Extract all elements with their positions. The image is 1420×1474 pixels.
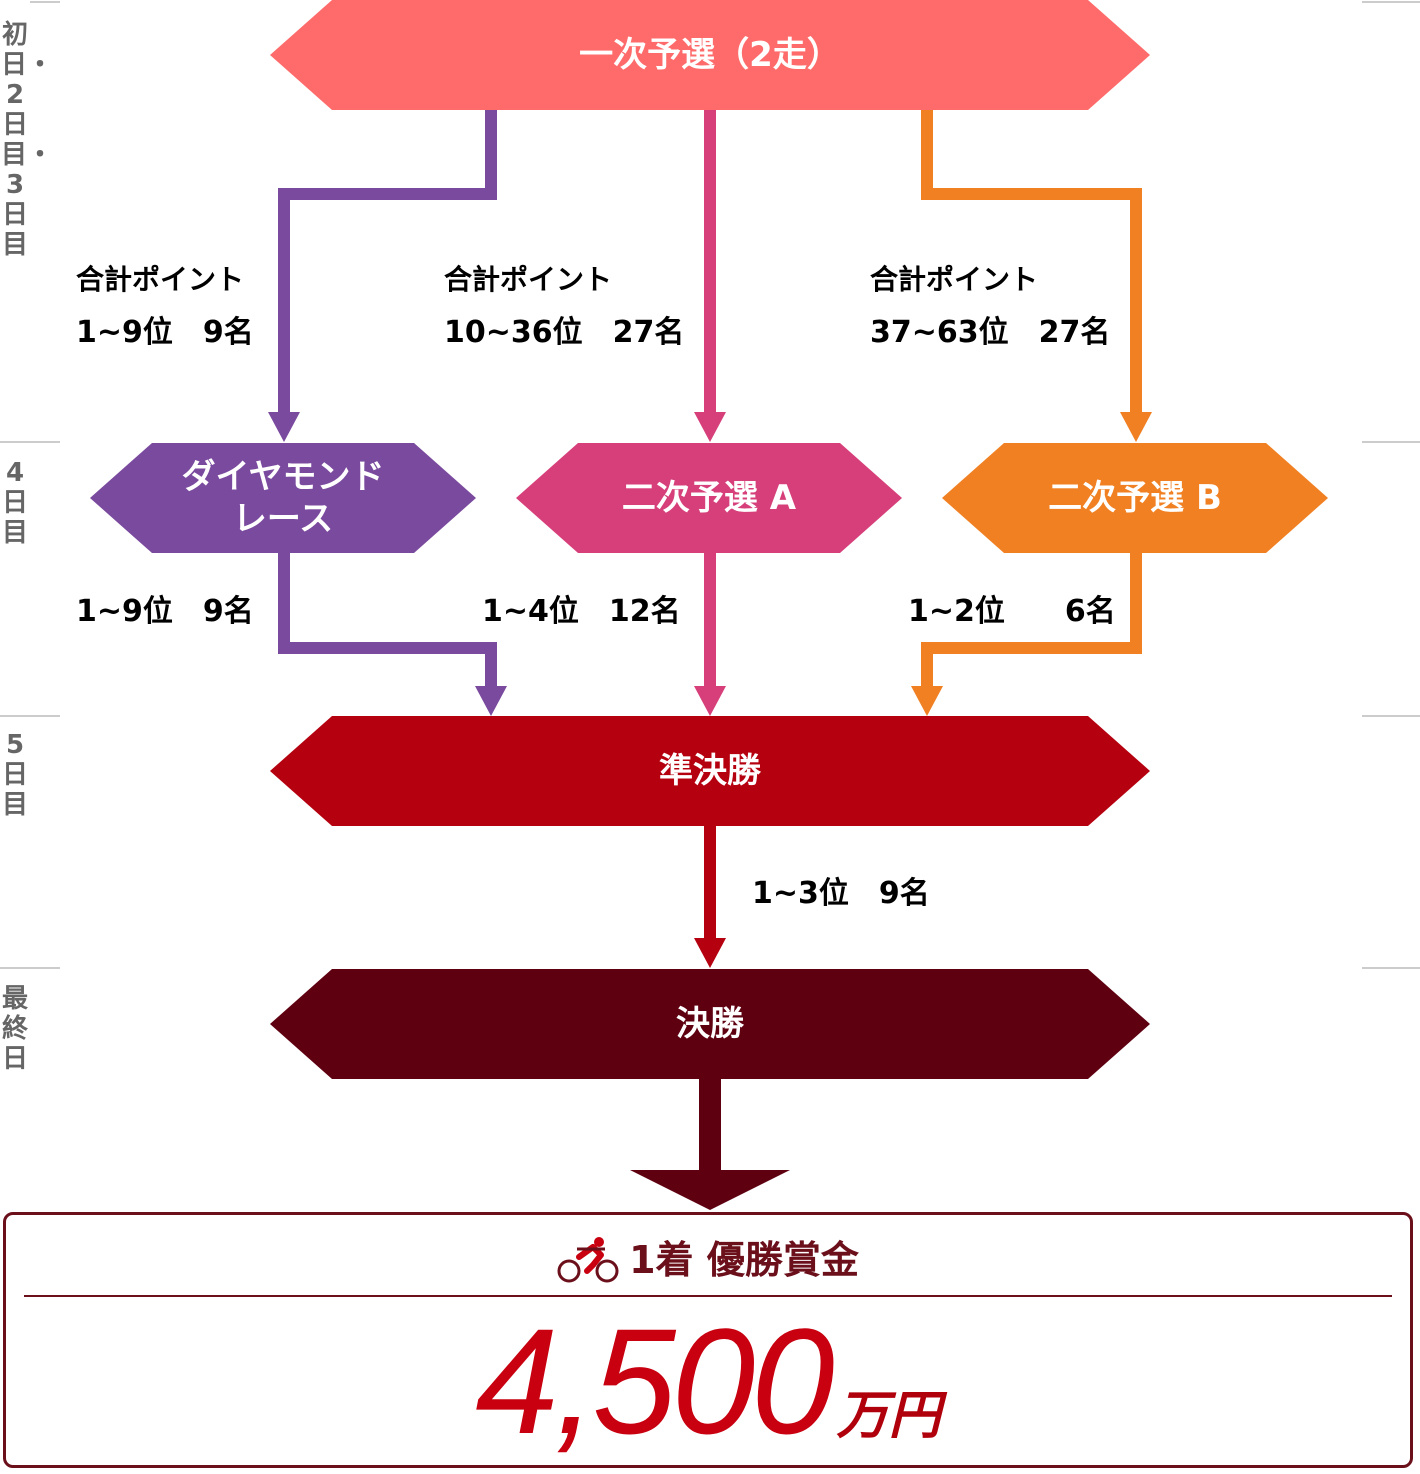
prize-title-text: 1着 優勝賞金 bbox=[629, 1238, 859, 1282]
node-semifinal-shape bbox=[270, 716, 1150, 826]
connector-first-to-diamond bbox=[278, 108, 497, 416]
prize-amount-value: 4,500 bbox=[475, 1297, 834, 1465]
day-label-first: 初日・2日目・3日目 bbox=[0, 20, 54, 260]
arrowhead-second-b-to-semi bbox=[911, 686, 943, 716]
connector-first-to-second-b bbox=[921, 108, 1142, 416]
node-second-a-label: 二次予選 A bbox=[621, 478, 797, 518]
node-second-a-shape bbox=[516, 443, 902, 553]
edge-second-a-title: 合計ポイント bbox=[444, 263, 613, 296]
arrowhead-to-second-b bbox=[1120, 412, 1152, 442]
node-diamond-label: ダイヤモンド レース bbox=[181, 457, 385, 539]
day-label-day4-text: 4日目 bbox=[1, 458, 28, 548]
node-final-shape bbox=[270, 969, 1150, 1079]
connector-second-b-to-semi bbox=[921, 552, 1142, 690]
prize-amount-unit: 万円 bbox=[836, 1387, 941, 1445]
node-second-b-label: 二次予選 B bbox=[1048, 478, 1222, 518]
arrowhead-to-second-a bbox=[694, 412, 726, 442]
node-semifinal-label: 準決勝 bbox=[659, 751, 761, 791]
node-final-label: 決勝 bbox=[676, 1004, 744, 1044]
edge-second-b-title: 合計ポイント bbox=[870, 263, 1039, 296]
edge-diamond-rank: 1~9位 9名 bbox=[76, 315, 254, 350]
day-dividers bbox=[0, 1, 1420, 969]
node-diamond-shape bbox=[90, 443, 476, 553]
arrowhead-diamond-to-semi bbox=[475, 686, 507, 716]
day-label-day4: 4日目 bbox=[0, 458, 30, 548]
edge-semi-to-final: 1~3位 9名 bbox=[752, 876, 930, 911]
day-label-first-text: 初日・2日目・3日目 bbox=[1, 20, 54, 260]
edge-diamond-to-semi: 1~9位 9名 bbox=[76, 594, 254, 629]
node-first-round-shape bbox=[270, 0, 1150, 110]
day-label-final-text: 最終日 bbox=[1, 984, 28, 1074]
day-label-final: 最終日 bbox=[0, 984, 30, 1074]
prize-title: 1着 優勝賞金 bbox=[6, 1235, 1410, 1285]
cyclist-icon bbox=[557, 1237, 619, 1283]
arrowhead-to-diamond bbox=[268, 412, 300, 442]
node-second-b-shape bbox=[942, 443, 1328, 553]
node-first-round-label: 一次予選（2走） bbox=[579, 35, 841, 75]
arrowhead-final-to-prize bbox=[630, 1170, 790, 1210]
edge-second-b-rank: 37~63位 27名 bbox=[870, 315, 1111, 350]
edge-diamond-title: 合計ポイント bbox=[76, 263, 245, 296]
edge-second-b-to-semi: 1~2位 6名 bbox=[908, 594, 1116, 629]
prize-divider bbox=[24, 1295, 1392, 1297]
day-label-day5: 5日目 bbox=[0, 730, 30, 820]
edge-second-a-to-semi: 1~4位 12名 bbox=[482, 594, 681, 629]
arrowhead-semi-to-final bbox=[694, 938, 726, 968]
connector-diamond-to-semi bbox=[278, 552, 497, 690]
arrowhead-second-a-to-semi bbox=[694, 686, 726, 716]
connector-final-to-prize bbox=[699, 1078, 721, 1172]
day-label-day5-text: 5日目 bbox=[1, 730, 28, 820]
edge-second-a-rank: 10~36位 27名 bbox=[444, 315, 685, 350]
